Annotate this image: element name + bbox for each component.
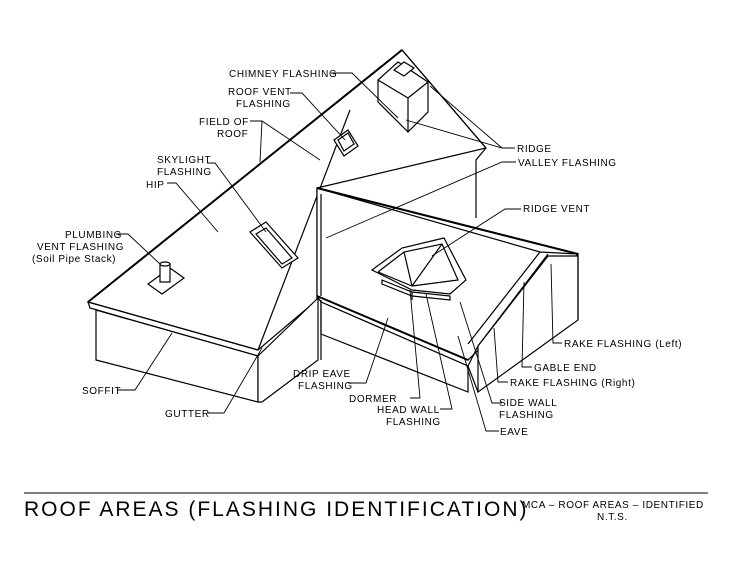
leader-chimney-flashing: [331, 72, 399, 119]
gable-ridge: [316, 187, 579, 255]
label-plumbing-1: PLUMBING: [65, 230, 122, 241]
skylight-glass: [255, 227, 293, 265]
leader-dormer: [409, 289, 421, 399]
gable-eave: [316, 295, 469, 361]
rake-right-line: [467, 251, 541, 345]
dormer-hip: [411, 243, 443, 287]
label-drip-eave-flashing-2: FLASHING: [298, 381, 353, 392]
label-rake-flashing-right: RAKE FLASHING (Right): [510, 378, 635, 389]
label-eave: EAVE: [500, 427, 528, 438]
drawing-title: ROOF AREAS (FLASHING IDENTIFICATION): [24, 498, 528, 521]
leader-ridge-2: [429, 85, 503, 149]
chimney-flue: [392, 61, 416, 77]
label-roof-vent-flashing-2: FLASHING: [236, 99, 291, 110]
eave-line-left: [87, 301, 259, 351]
label-chimney-flashing: CHIMNEY FLASHING: [229, 69, 337, 80]
label-field-of-roof-2: ROOF: [217, 129, 248, 140]
rear-wall-edge: [475, 147, 487, 218]
leader-rake-left: [550, 263, 562, 344]
leader-roof-vent: [290, 92, 346, 141]
leader-eave: [457, 335, 499, 432]
leader-field-of-roof-2: [259, 120, 263, 163]
hip-line-left: [87, 49, 403, 303]
chimney-edge-2: [407, 81, 429, 99]
plumbing-vent-top: [159, 261, 171, 267]
label-side-wall-flashing-2: FLASHING: [499, 410, 554, 421]
leader-head-wall: [425, 293, 453, 410]
leader-gable-end: [521, 281, 532, 368]
label-ridge: RIDGE: [517, 144, 552, 155]
chimney-body: [377, 61, 429, 133]
leader-soffit: [117, 332, 173, 391]
title-block: ROOF AREAS (FLASHING IDENTIFICATION) MCA…: [24, 492, 708, 523]
roof-drawing: [86, 49, 580, 403]
label-skylight-flashing-2: FLASHING: [157, 167, 212, 178]
label-plumbing-2: VENT FLASHING: [37, 242, 124, 253]
main-wall-corner: [257, 296, 319, 403]
dormer-roof-inner: [377, 243, 459, 287]
leader-drip-eave: [348, 317, 389, 384]
label-skylight-flashing-1: SKYLIGHT: [157, 155, 211, 166]
label-gutter: GUTTER: [165, 409, 210, 420]
label-soffit: SOFFIT: [82, 386, 121, 397]
ridge-line: [401, 49, 487, 149]
label-roof-vent-flashing-1: ROOF VENT: [228, 87, 292, 98]
label-hip: HIP: [146, 180, 164, 191]
wing-corner-line-2: [467, 365, 479, 393]
leader-plumbing-vent: [116, 233, 161, 265]
chimney-edge-1: [377, 79, 409, 99]
leader-gutter: [208, 347, 263, 414]
leader-hip: [167, 182, 219, 233]
labels: CHIMNEY FLASHING ROOF VENT FLASHING FIEL…: [32, 69, 682, 438]
leader-side-wall: [459, 301, 502, 404]
leader-skylight: [207, 162, 267, 233]
label-head-wall-flashing-1: HEAD WALL: [377, 405, 440, 416]
drawing-scale: N.T.S.: [597, 512, 628, 523]
label-ridge-vent: RIDGE VENT: [523, 204, 590, 215]
label-plumbing-3: (Soil Pipe Stack): [32, 254, 116, 265]
roof-vent-cap: [337, 132, 355, 152]
label-valley-flashing: VALLEY FLASHING: [518, 158, 617, 169]
drawing-reference: MCA – ROOF AREAS – IDENTIFIED: [522, 500, 704, 511]
dormer-roof: [370, 237, 467, 295]
hip-line-front: [257, 109, 351, 351]
leader-lines: [116, 72, 562, 432]
dormer-ridge: [403, 251, 413, 287]
label-rake-flashing-left: RAKE FLASHING (Left): [564, 339, 682, 350]
label-dormer: DORMER: [349, 394, 397, 405]
leader-ridge-vent: [431, 208, 521, 257]
label-field-of-roof-1: FIELD OF: [199, 117, 249, 128]
leader-rake-right: [493, 327, 508, 383]
label-gable-end: GABLE END: [534, 363, 597, 374]
plumbing-vent-pipe: [159, 263, 171, 283]
leader-valley: [325, 161, 516, 239]
label-drip-eave-flashing-1: DRIP EAVE: [293, 369, 351, 380]
label-side-wall-flashing-1: SIDE WALL: [499, 398, 557, 409]
label-head-wall-flashing-2: FLASHING: [386, 417, 441, 428]
